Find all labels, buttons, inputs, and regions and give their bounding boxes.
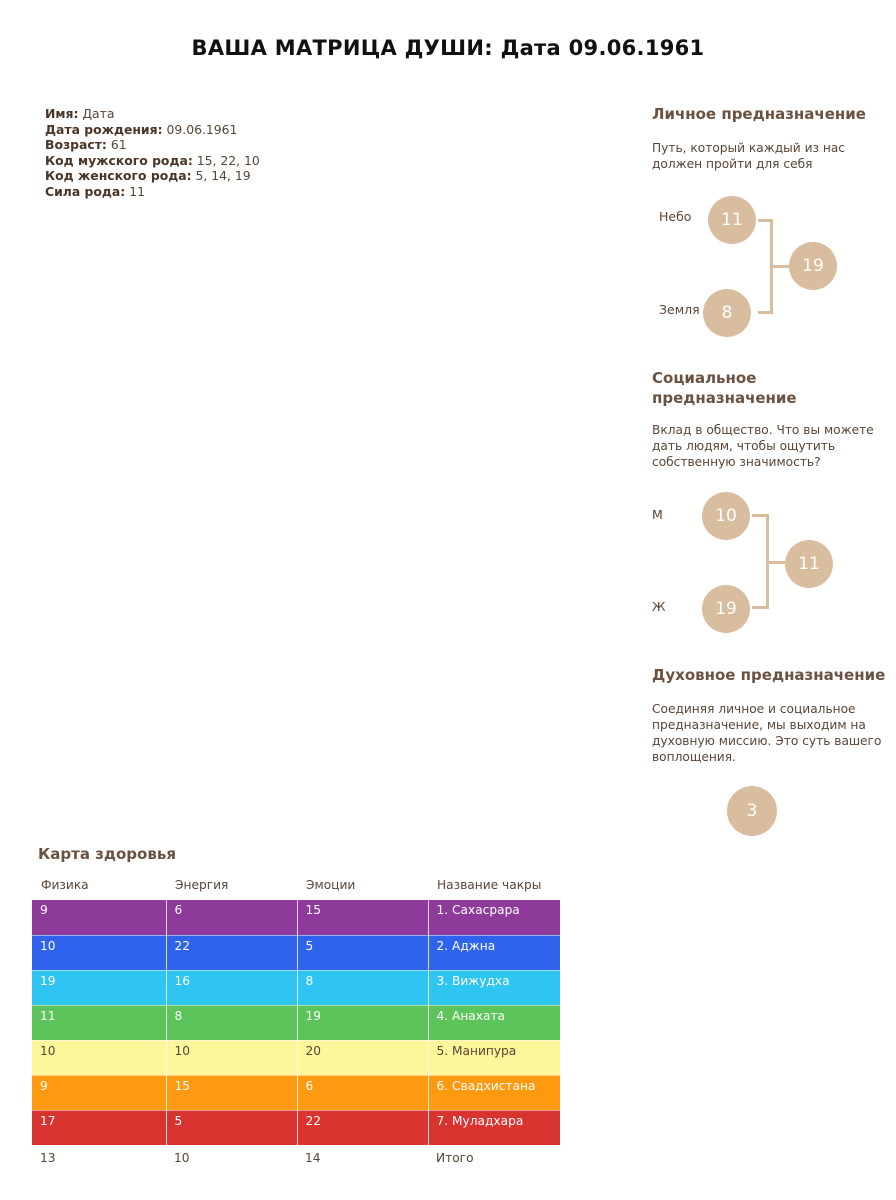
column-header: Физика bbox=[41, 878, 89, 892]
health-cell: 2. Аджна bbox=[428, 935, 560, 971]
health-cell: 15 bbox=[166, 1075, 298, 1111]
destiny-matrix-diagram bbox=[0, 190, 640, 840]
tree-line bbox=[766, 561, 788, 564]
tree-line bbox=[752, 514, 768, 517]
health-cell: 19 bbox=[32, 970, 167, 1006]
health-cell: 16 bbox=[166, 970, 298, 1006]
tree-line bbox=[752, 606, 768, 609]
spiritual-purpose-title: Духовное предназначение bbox=[652, 666, 886, 684]
social-result-value: 11 bbox=[785, 540, 833, 588]
health-total-cell: 14 bbox=[297, 1145, 428, 1173]
health-cell: 3. Вижудха bbox=[428, 970, 560, 1006]
health-cell: 22 bbox=[297, 1110, 429, 1146]
info-row-name: Имя: Дата bbox=[45, 106, 115, 121]
column-header: Эмоции bbox=[306, 878, 356, 892]
social-bottom-value: 19 bbox=[702, 585, 750, 633]
health-map-title: Карта здоровья bbox=[38, 845, 176, 863]
health-cell: 9 bbox=[32, 900, 167, 936]
social-top-value: 10 bbox=[702, 492, 750, 540]
health-cell: 5. Манипура bbox=[428, 1040, 560, 1076]
social-purpose-desc: Вклад в общество. Что вы можете дать люд… bbox=[652, 423, 874, 469]
health-cell: 10 bbox=[32, 1040, 167, 1076]
social-bottom-label: Ж bbox=[652, 599, 666, 614]
info-row-birthdate: Дата рождения: 09.06.1961 bbox=[45, 121, 238, 137]
health-cell: 5 bbox=[297, 935, 429, 971]
social-purpose-title: Социальное предназначение bbox=[652, 369, 797, 407]
health-cell: 6 bbox=[297, 1075, 429, 1111]
personal-bottom-value: 8 bbox=[703, 289, 751, 337]
spiritual-value: 3 bbox=[727, 786, 777, 836]
health-cell: 19 bbox=[297, 1005, 429, 1041]
social-top-label: М bbox=[652, 507, 663, 522]
info-row-family-power: Сила рода: 11 bbox=[45, 183, 145, 199]
column-header: Энергия bbox=[175, 878, 229, 892]
tree-line bbox=[758, 219, 772, 222]
health-total-cell: 10 bbox=[166, 1145, 297, 1173]
health-cell: 10 bbox=[166, 1040, 298, 1076]
health-total-cell: Итого bbox=[428, 1145, 560, 1173]
health-cell: 20 bbox=[297, 1040, 429, 1076]
health-header-row: Физика Энергия Эмоции Название чакры bbox=[32, 870, 560, 900]
info-row-age: Возраст: 61 bbox=[45, 137, 127, 153]
tree-line bbox=[758, 311, 772, 314]
personal-bottom-label: Земля bbox=[659, 302, 700, 317]
page-title: ВАША МАТРИЦА ДУШИ: Дата 09.06.1961 bbox=[191, 36, 705, 60]
health-cell: 8 bbox=[297, 970, 429, 1006]
personal-purpose-title: Личное предназначение bbox=[652, 105, 866, 123]
personal-top-value: 11 bbox=[708, 196, 756, 244]
personal-top-label: Небо bbox=[659, 209, 692, 224]
personal-result-value: 19 bbox=[789, 242, 837, 290]
health-cell: 5 bbox=[166, 1110, 298, 1146]
health-total-cell: 13 bbox=[32, 1145, 166, 1173]
health-cell: 11 bbox=[32, 1005, 167, 1041]
health-cell: 1. Сахасрара bbox=[428, 900, 560, 936]
health-cell: 4. Анахата bbox=[428, 1005, 560, 1041]
health-cell: 22 bbox=[166, 935, 298, 971]
spiritual-purpose-desc: Соединяя личное и социальное предназначе… bbox=[652, 702, 882, 764]
health-cell: 6. Свадхистана bbox=[428, 1075, 560, 1111]
info-block: Имя: Дата Дата рождения: 09.06.1961 Возр… bbox=[45, 106, 260, 200]
tree-line bbox=[770, 265, 792, 268]
health-cell: 10 bbox=[32, 935, 167, 971]
health-cell: 9 bbox=[32, 1075, 167, 1111]
health-cell: 17 bbox=[32, 1110, 167, 1146]
health-cell: 6 bbox=[166, 900, 298, 936]
info-row-male-code: Код мужского рода: 15, 22, 10 bbox=[45, 152, 260, 168]
health-cell: 15 bbox=[297, 900, 429, 936]
personal-purpose-desc: Путь, который каждый из нас должен пройт… bbox=[652, 141, 846, 171]
health-cell: 7. Муладхара bbox=[428, 1110, 560, 1146]
info-row-female-code: Код женского рода: 5, 14, 19 bbox=[45, 168, 251, 184]
health-cell: 8 bbox=[166, 1005, 298, 1041]
column-header: Название чакры bbox=[437, 878, 542, 892]
